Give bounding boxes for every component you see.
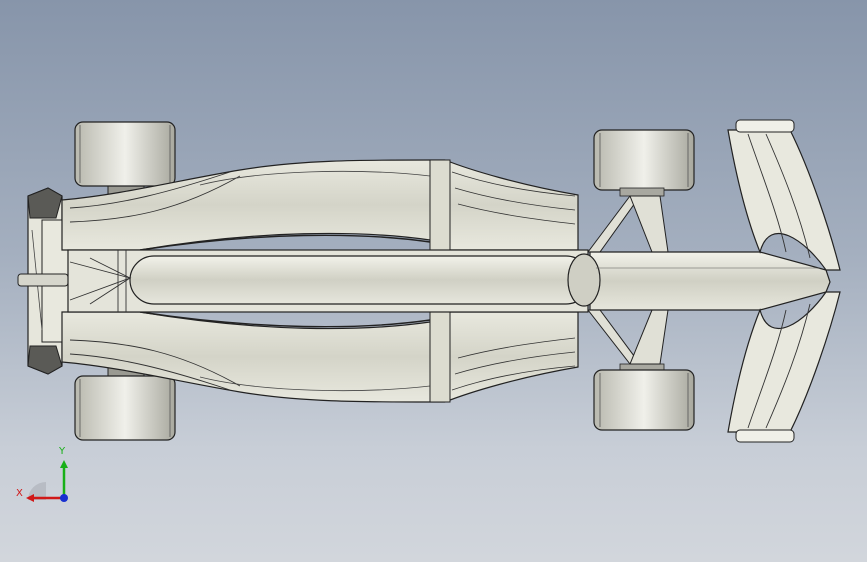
engine-cover[interactable] [67, 249, 591, 313]
front-left-wheel[interactable] [593, 129, 695, 197]
y-axis-label: Y [58, 446, 66, 457]
nose-cone[interactable] [567, 251, 831, 311]
x-axis-label: X [16, 488, 23, 499]
z-axis-icon [60, 494, 68, 502]
rear-left-wheel[interactable] [74, 121, 176, 195]
car-body[interactable] [61, 159, 579, 403]
front-right-wheel[interactable] [593, 363, 695, 431]
coordinate-triad: X Y [16, 446, 68, 502]
rear-wing[interactable] [17, 187, 69, 375]
front-suspension [586, 195, 669, 365]
front-wing[interactable] [727, 119, 841, 443]
